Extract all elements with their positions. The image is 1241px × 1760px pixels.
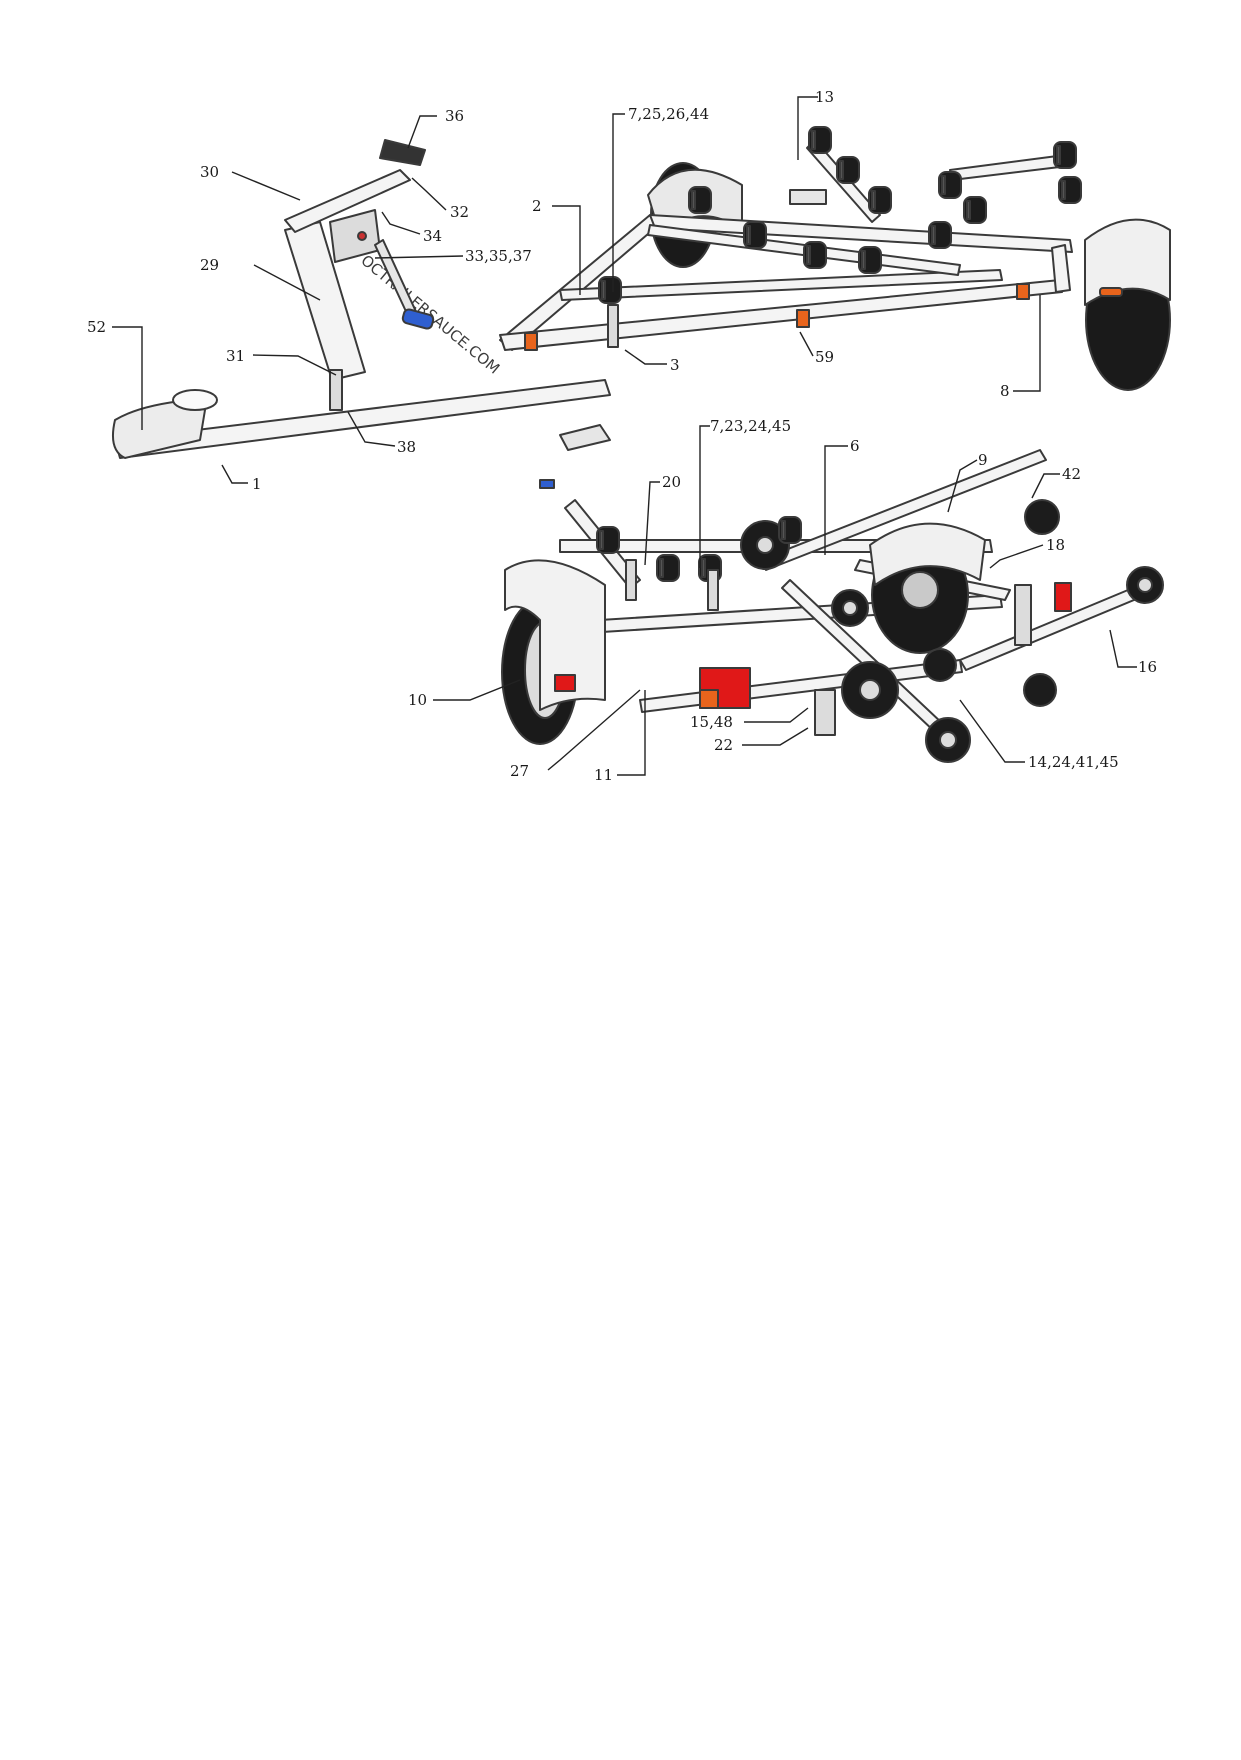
callout-label: 16 xyxy=(1138,658,1157,676)
bottom-leader-lines xyxy=(433,425,1137,776)
lamp-icon xyxy=(1054,582,1072,612)
callout-label: 8 xyxy=(1000,382,1010,400)
callout-label: 31 xyxy=(226,347,245,365)
bottom-callouts: 7,23,24,45 6 9 42 18 20 16 10 15,48 22 2… xyxy=(408,417,1157,784)
top-callouts: 52 1 31 38 29 30 36 32 34 33,35,37 2 7,2… xyxy=(87,88,1010,493)
callout-label: 30 xyxy=(200,163,219,181)
callout-label: 13 xyxy=(815,88,834,106)
callout-label: 1 xyxy=(252,475,262,493)
callout-label: 27 xyxy=(510,762,529,780)
callout-label: 29 xyxy=(200,256,219,274)
callout-label: 33,35,37 xyxy=(465,247,532,265)
top-view-trailer xyxy=(112,126,1171,459)
handle-icon xyxy=(539,479,555,489)
callout-label: 36 xyxy=(445,107,464,125)
winch-handle-icon xyxy=(401,308,435,330)
callout-label: 7,23,24,45 xyxy=(710,417,791,435)
callout-label: 18 xyxy=(1046,536,1065,554)
callout-label: 3 xyxy=(670,356,680,374)
reflector-icon xyxy=(796,309,810,328)
callout-label: 42 xyxy=(1062,465,1081,483)
top-leader-lines xyxy=(112,96,1041,484)
callout-label: 7,25,26,44 xyxy=(628,105,709,123)
callout-label: 59 xyxy=(815,348,834,366)
callout-label: 52 xyxy=(87,318,106,336)
callout-label: 22 xyxy=(714,736,733,754)
callout-label: 20 xyxy=(662,473,681,491)
callout-label: 38 xyxy=(397,438,416,456)
reflector-icon xyxy=(1016,283,1030,300)
callout-label: 10 xyxy=(408,691,427,709)
callout-label: 2 xyxy=(532,197,542,215)
reflector-icon xyxy=(524,332,538,351)
callout-label: 6 xyxy=(850,437,860,455)
callout-label: 15,48 xyxy=(690,713,733,731)
callout-label: 11 xyxy=(594,766,613,784)
callout-label: 32 xyxy=(450,203,469,221)
lamp-icon xyxy=(554,674,576,692)
bottom-view-trailer xyxy=(501,424,1164,763)
callout-label: 14,24,41,45 xyxy=(1028,753,1119,771)
callout-label: 34 xyxy=(423,227,442,245)
callout-label: 9 xyxy=(978,451,988,469)
